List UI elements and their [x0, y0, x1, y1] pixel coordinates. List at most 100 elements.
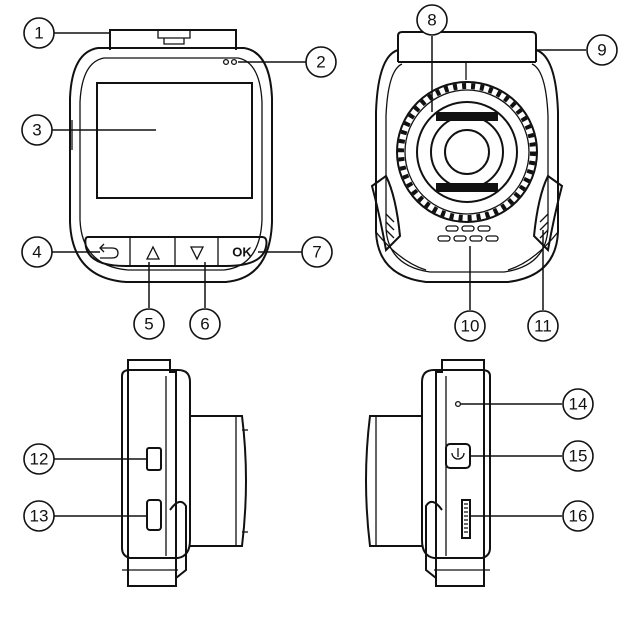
callout-number: 1 — [34, 24, 43, 43]
callout-circle — [562, 388, 594, 420]
callout-circle — [21, 236, 53, 268]
right-clip-ridges — [539, 213, 549, 239]
lens-outer-ring — [396, 81, 538, 223]
rear-body-outline — [375, 49, 559, 283]
grille-slot — [477, 225, 491, 232]
callout-16: 16 — [562, 500, 594, 532]
callouts: 1 2 3 4 5 6 7 8 — [21, 4, 618, 532]
hdmi-port[interactable] — [146, 499, 162, 531]
callout-number: 7 — [312, 243, 321, 262]
callout-14: 14 — [562, 388, 594, 420]
front-top-tab — [109, 29, 237, 50]
grille-slot — [461, 225, 475, 232]
callout-8: 8 — [416, 4, 448, 36]
grille-slot — [437, 235, 451, 242]
callout-number: 11 — [534, 317, 552, 336]
lens-middle-ring — [430, 115, 504, 189]
callout-4: 4 — [21, 236, 53, 268]
callout-circle — [586, 34, 618, 66]
grille-slot — [485, 235, 499, 242]
rear-lower-curve-right — [507, 231, 559, 271]
speaker-grille — [437, 225, 499, 242]
back-arrow-head — [99, 243, 105, 253]
mount-bracket — [397, 31, 537, 62]
callout-number: 14 — [569, 395, 588, 414]
callout-circle — [23, 500, 55, 532]
lens-ridge — [398, 83, 536, 221]
left-side-lens — [190, 415, 247, 547]
ok-button-label[interactable]: OK — [232, 245, 252, 260]
callout-number: 10 — [461, 317, 480, 336]
left-side-clip — [169, 500, 187, 579]
callout-circle — [23, 443, 55, 475]
microsd-slot-frame[interactable] — [461, 499, 471, 539]
callout-number: 4 — [32, 243, 41, 262]
mini-usb-port[interactable] — [146, 447, 162, 471]
front-body-outline — [69, 47, 273, 283]
right-side-body — [421, 369, 491, 559]
callout-13: 13 — [23, 500, 55, 532]
callout-number: 6 — [200, 315, 209, 334]
grille-slot — [445, 225, 459, 232]
back-button[interactable] — [99, 243, 119, 259]
up-triangle-icon[interactable] — [145, 245, 161, 260]
power-button[interactable] — [445, 443, 471, 469]
callout-9: 9 — [586, 34, 618, 66]
callout-5: 5 — [133, 308, 165, 340]
callout-number: 5 — [144, 315, 153, 334]
callout-circle — [21, 114, 53, 146]
callout-number: 12 — [30, 450, 49, 469]
front-button-bar — [84, 236, 268, 267]
grille-slot — [453, 235, 467, 242]
rear-body-inner-line — [385, 63, 549, 273]
screen — [96, 82, 253, 199]
callout-circle — [527, 310, 559, 342]
right-side-view — [365, 359, 491, 587]
callout-number: 16 — [569, 507, 588, 526]
callout-6: 6 — [189, 308, 221, 340]
callout-1: 1 — [23, 17, 55, 49]
callout-circle — [562, 500, 594, 532]
lens-housing — [416, 101, 518, 203]
callout-number: 8 — [427, 11, 436, 30]
callout-10: 10 — [454, 310, 486, 342]
microsd-slot-ribs — [464, 503, 468, 533]
lens-glass — [444, 129, 490, 175]
callout-circle — [454, 310, 486, 342]
lens-teeth-ring — [404, 89, 530, 215]
right-side-lens — [365, 415, 422, 547]
callout-12: 12 — [23, 443, 55, 475]
callout-number: 3 — [32, 121, 41, 140]
left-side-view — [121, 359, 248, 587]
callout-circle — [189, 308, 221, 340]
callout-number: 9 — [597, 41, 606, 60]
left-clip-ridges — [385, 213, 395, 239]
down-triangle-icon[interactable] — [189, 246, 205, 261]
callout-number: 2 — [316, 53, 325, 72]
power-icon — [451, 452, 465, 460]
indicator-dot-1 — [222, 58, 230, 66]
left-side-mount — [127, 359, 177, 587]
front-view: OK — [69, 29, 273, 283]
callout-number: 13 — [30, 507, 49, 526]
callout-circle — [301, 236, 333, 268]
callout-circle — [23, 17, 55, 49]
callout-2: 2 — [305, 46, 337, 78]
left-side-body — [121, 369, 191, 559]
grille-slot — [469, 235, 483, 242]
side-vent — [532, 174, 564, 253]
right-clip — [532, 174, 564, 253]
right-side-clip — [425, 500, 443, 579]
front-body-inner-line — [79, 57, 263, 271]
callout-3: 3 — [21, 114, 53, 146]
mount-connector-inner — [163, 38, 185, 45]
left-clip — [370, 174, 402, 253]
rear-view — [370, 31, 564, 283]
callout-circle — [305, 46, 337, 78]
lens — [396, 81, 538, 223]
rear-lower-curve-left — [375, 231, 427, 271]
lens-teeth — [398, 83, 536, 221]
microphone-hole — [454, 400, 462, 408]
leader-lines — [52, 32, 586, 517]
microsd-slot[interactable] — [461, 499, 471, 539]
